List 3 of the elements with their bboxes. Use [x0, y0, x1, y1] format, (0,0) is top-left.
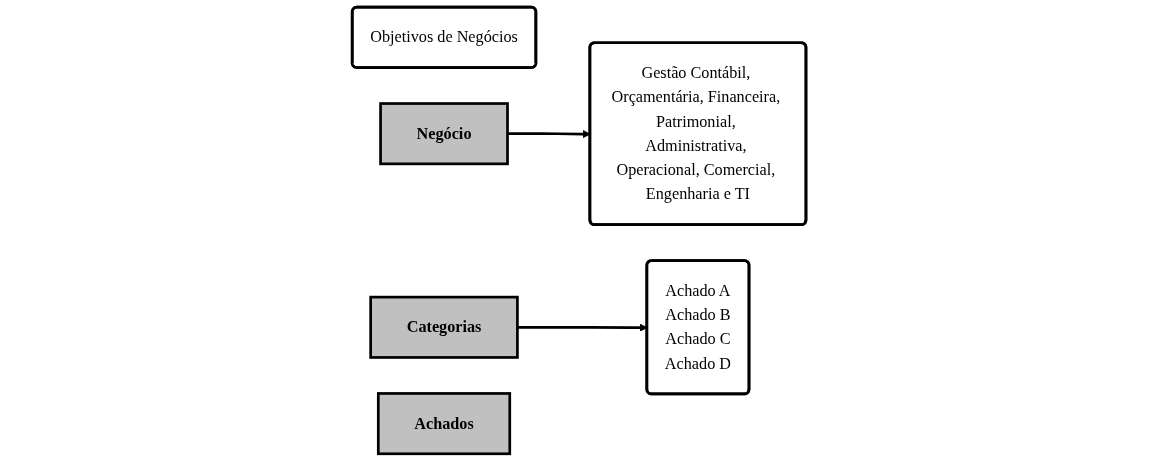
node-box: Categorias: [369, 295, 520, 359]
node-box: Negócio: [379, 102, 510, 166]
node-box: Achados: [377, 392, 512, 456]
